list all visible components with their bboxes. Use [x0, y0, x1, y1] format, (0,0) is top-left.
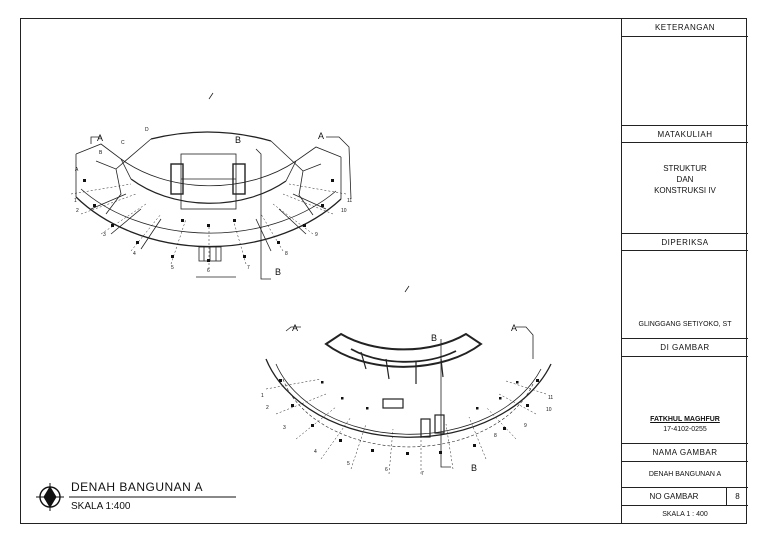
- section-mark-a-right: A: [318, 131, 324, 141]
- course-box: STRUKTUR DAN KONSTRUKSI IV: [622, 143, 748, 234]
- diperiksa-header: DIPERIKSA: [622, 234, 748, 251]
- matakuliah-header: MATAKULIAH: [622, 126, 748, 143]
- floor-plan-drawing: A B A B 1 2 3 4 5 6 7 8 9 10 11 A B C D …: [36, 92, 553, 511]
- grid-label: 5: [347, 461, 350, 467]
- section-mark-b-top: B: [235, 135, 241, 145]
- grid-label: 3: [283, 425, 286, 431]
- grid-letter: A: [75, 167, 79, 173]
- grid-label: 10: [341, 208, 347, 214]
- examiner-name: GLINGGANG SETIYOKO, ST: [638, 321, 732, 328]
- drawing-sheet: A B A B 1 2 3 4 5 6 7 8 9 10 11 A B C D …: [20, 18, 748, 524]
- grid-label: 1: [261, 393, 264, 399]
- floor-plan-lower: [265, 326, 552, 475]
- grid-label: 2: [266, 405, 269, 411]
- scale-label: SKALA 1 : 400: [662, 511, 708, 518]
- sheet-number: 8: [735, 492, 740, 501]
- grid-label: 9: [524, 423, 527, 429]
- grid-label: 6: [385, 467, 388, 473]
- grid-label: 7: [247, 265, 250, 271]
- drawing-name: DENAH BANGUNAN A: [622, 462, 748, 488]
- north-arrow-icon: [36, 483, 64, 511]
- examiner-box: GLINGGANG SETIYOKO, ST: [622, 251, 748, 339]
- course-line-1: STRUKTUR: [663, 164, 707, 173]
- grid-letter: C: [121, 140, 125, 146]
- title-block: KETERANGAN MATAKULIAH STRUKTUR DAN KONST…: [621, 18, 748, 524]
- section-mark-a-left: A: [292, 323, 298, 333]
- section-mark-a-left: A: [97, 133, 103, 143]
- legend-title: DENAH BANGUNAN A: [71, 480, 204, 494]
- grid-label: 8: [285, 251, 288, 257]
- grid-label: 11: [548, 395, 553, 401]
- grid-letter: B: [99, 150, 103, 156]
- no-gambar-row: NO GAMBAR 8: [622, 488, 748, 506]
- grid-label: 7: [421, 471, 424, 477]
- grid-label: 11: [347, 198, 352, 204]
- nama-gambar-header: NAMA GAMBAR: [622, 444, 748, 462]
- course-line-2: DAN: [676, 175, 694, 184]
- grid-label: 10: [546, 407, 552, 413]
- keterangan-box: [622, 37, 748, 126]
- grid-label: 5: [171, 265, 174, 271]
- drafter-name: FATKHUL MAGHFUR: [650, 416, 720, 423]
- grid-label: 2: [76, 208, 79, 214]
- grid-label: 6: [207, 268, 210, 274]
- grid-label: 1: [74, 198, 77, 204]
- no-gambar-label: NO GAMBAR: [622, 488, 727, 505]
- section-mark-b-top: B: [431, 333, 437, 343]
- drafter-id: 17-4102-0255: [663, 426, 707, 433]
- course-line-3: KONSTRUKSI IV: [654, 186, 716, 195]
- grid-label: 4: [133, 251, 136, 257]
- section-mark-b-bottom: B: [471, 463, 477, 473]
- grid-label: 9: [315, 232, 318, 238]
- drafter-box: FATKHUL MAGHFUR 17-4102-0255: [622, 357, 748, 444]
- section-mark-a-right: A: [511, 323, 517, 333]
- keterangan-header: KETERANGAN: [622, 18, 748, 37]
- grid-label: 8: [494, 433, 497, 439]
- grid-letter: D: [145, 127, 149, 133]
- floor-plan-upper: [70, 131, 352, 280]
- grid-label: 4: [314, 449, 317, 455]
- section-mark-b-bottom: B: [275, 267, 281, 277]
- grid-label: 3: [103, 232, 106, 238]
- digambar-header: DI GAMBAR: [622, 339, 748, 357]
- legend-scale: SKALA 1:400: [71, 501, 131, 512]
